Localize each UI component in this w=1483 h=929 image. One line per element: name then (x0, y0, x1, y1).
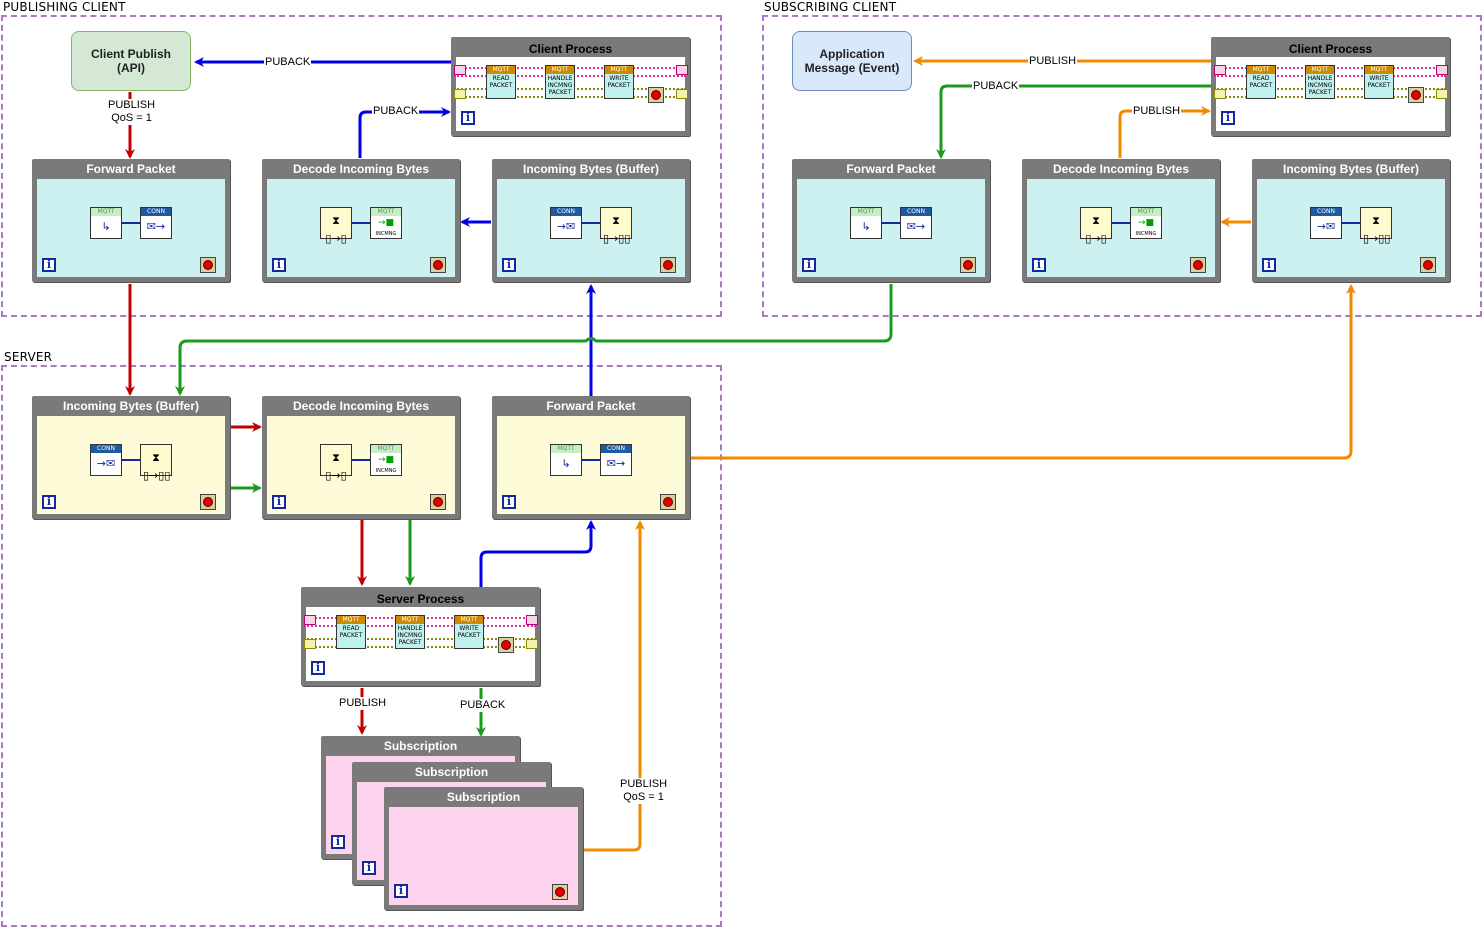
subscription-title-2: Subscription (414, 765, 489, 779)
mqtt-incoming-icon: MQTT→■INCMNG (1130, 207, 1162, 239)
stop-icon[interactable] (430, 494, 446, 510)
label-publish-sub-decode: PUBLISH (1132, 105, 1182, 118)
mqtt-incoming-icon: MQTT→■INCMNG (370, 207, 402, 239)
client-publish-api-node[interactable]: Client Publish (API) (71, 31, 191, 91)
pub-incoming-buffer-title: Incoming Bytes (Buffer) (522, 162, 659, 176)
server-incoming-buffer-title: Incoming Bytes (Buffer) (62, 399, 199, 413)
application-message-event-text: Application Message (Event) (804, 47, 900, 75)
publishing-client-label: PUBLISHING CLIENT (3, 0, 126, 14)
sub-incoming-buffer-title: Incoming Bytes (Buffer) (1282, 162, 1419, 176)
info-icon: i (394, 884, 408, 898)
pub-forward-packet[interactable]: Forward Packet MQTT↳ CONN✉→ i (32, 159, 230, 282)
sub-decode-incoming-title: Decode Incoming Bytes (1052, 162, 1190, 176)
stop-icon[interactable] (1420, 257, 1436, 273)
pub-incoming-buffer[interactable]: Incoming Bytes (Buffer) CONN→✉ ⧗▯→▯▯ i (492, 159, 690, 282)
server-forward-packet-title: Forward Packet (546, 399, 636, 413)
info-icon: i (802, 258, 816, 272)
info-icon: i (502, 495, 516, 509)
buffer-icon: ⧗▯→▯▯ (1360, 207, 1392, 245)
stop-icon[interactable] (1190, 257, 1206, 273)
label-puback-sub: PUBACK (972, 80, 1020, 93)
info-icon: i (461, 111, 475, 125)
mqtt-forward-icon: MQTT↳ (850, 207, 882, 239)
sub-forward-packet[interactable]: Forward Packet MQTT↳ CONN✉→ i (792, 159, 990, 282)
server-decode-incoming[interactable]: Decode Incoming Bytes ⧗▯→▯ MQTT→■INCMNG … (262, 396, 460, 519)
info-icon: i (1032, 258, 1046, 272)
subscribing-client-label: SUBSCRIBING CLIENT (764, 0, 897, 14)
mqtt-forward-icon: MQTT↳ (90, 207, 122, 239)
info-icon: i (42, 495, 56, 509)
subscription-title-1: Subscription (383, 739, 458, 753)
application-message-event-node[interactable]: Application Message (Event) (792, 31, 912, 91)
subscription-title-3: Subscription (446, 790, 521, 804)
label-publish-qos-api: PUBLISH QoS = 1 (107, 99, 157, 125)
conn-receive-icon: CONN→✉ (90, 444, 122, 476)
pub-decode-incoming[interactable]: Decode Incoming Bytes ⧗▯→▯ MQTT→■INCMNG … (262, 159, 460, 282)
pub-forward-packet-title: Forward Packet (86, 162, 176, 176)
label-puback-decode: PUBACK (372, 105, 420, 118)
pub-decode-incoming-title: Decode Incoming Bytes (292, 162, 430, 176)
server-decode-incoming-title: Decode Incoming Bytes (292, 399, 430, 413)
server-incoming-buffer[interactable]: Incoming Bytes (Buffer) CONN→✉ ⧗▯→▯▯ i (32, 396, 230, 519)
info-icon: i (1221, 111, 1235, 125)
info-icon: i (272, 258, 286, 272)
info-icon: i (362, 861, 376, 875)
stop-icon[interactable] (552, 884, 568, 900)
label-puback-server: PUBACK (459, 699, 507, 712)
client-publish-api-text: Client Publish (API) (90, 47, 171, 75)
sub-incoming-buffer[interactable]: Incoming Bytes (Buffer) CONN→✉ ⧗▯→▯▯ i (1252, 159, 1450, 282)
conn-receive-icon: CONN→✉ (1310, 207, 1342, 239)
stop-icon[interactable] (200, 494, 216, 510)
server-label: SERVER (4, 350, 53, 364)
label-publish-qos-subscription: PUBLISH QoS = 1 (619, 778, 669, 804)
label-puback-api: PUBACK (264, 56, 312, 69)
mqtt-forward-icon: MQTT↳ (550, 444, 582, 476)
buffer-decode-icon: ⧗▯→▯ (320, 444, 352, 482)
buffer-icon: ⧗▯→▯▯ (140, 444, 172, 482)
conn-send-icon: CONN✉→ (140, 207, 172, 239)
stop-icon[interactable] (200, 257, 216, 273)
sub-client-process-title: Client Process (1288, 42, 1373, 56)
info-icon: i (311, 661, 325, 675)
buffer-decode-icon: ⧗▯→▯ (1080, 207, 1112, 245)
info-icon: i (42, 258, 56, 272)
conn-send-icon: CONN✉→ (600, 444, 632, 476)
sub-forward-packet-title: Forward Packet (846, 162, 936, 176)
mqtt-incoming-icon: MQTT→■INCMNG (370, 444, 402, 476)
conn-receive-icon: CONN→✉ (550, 207, 582, 239)
stop-icon[interactable] (430, 257, 446, 273)
server-forward-packet[interactable]: Forward Packet MQTT↳ CONN✉→ i (492, 396, 690, 519)
info-icon: i (502, 258, 516, 272)
sub-decode-incoming[interactable]: Decode Incoming Bytes ⧗▯→▯ MQTT→■INCMNG … (1022, 159, 1220, 282)
stop-icon[interactable] (660, 494, 676, 510)
buffer-decode-icon: ⧗▯→▯ (320, 207, 352, 245)
info-icon: i (272, 495, 286, 509)
stop-icon[interactable] (660, 257, 676, 273)
subscription-card-3[interactable]: Subscription i (384, 787, 583, 910)
conn-send-icon: CONN✉→ (900, 207, 932, 239)
label-publish-server: PUBLISH (338, 697, 388, 710)
pub-client-process-title: Client Process (528, 42, 613, 56)
buffer-icon: ⧗▯→▯▯ (600, 207, 632, 245)
label-publish-event: PUBLISH (1028, 55, 1078, 68)
stop-icon[interactable] (960, 257, 976, 273)
info-icon: i (331, 835, 345, 849)
server-process-title: Server Process (376, 592, 465, 606)
info-icon: i (1262, 258, 1276, 272)
